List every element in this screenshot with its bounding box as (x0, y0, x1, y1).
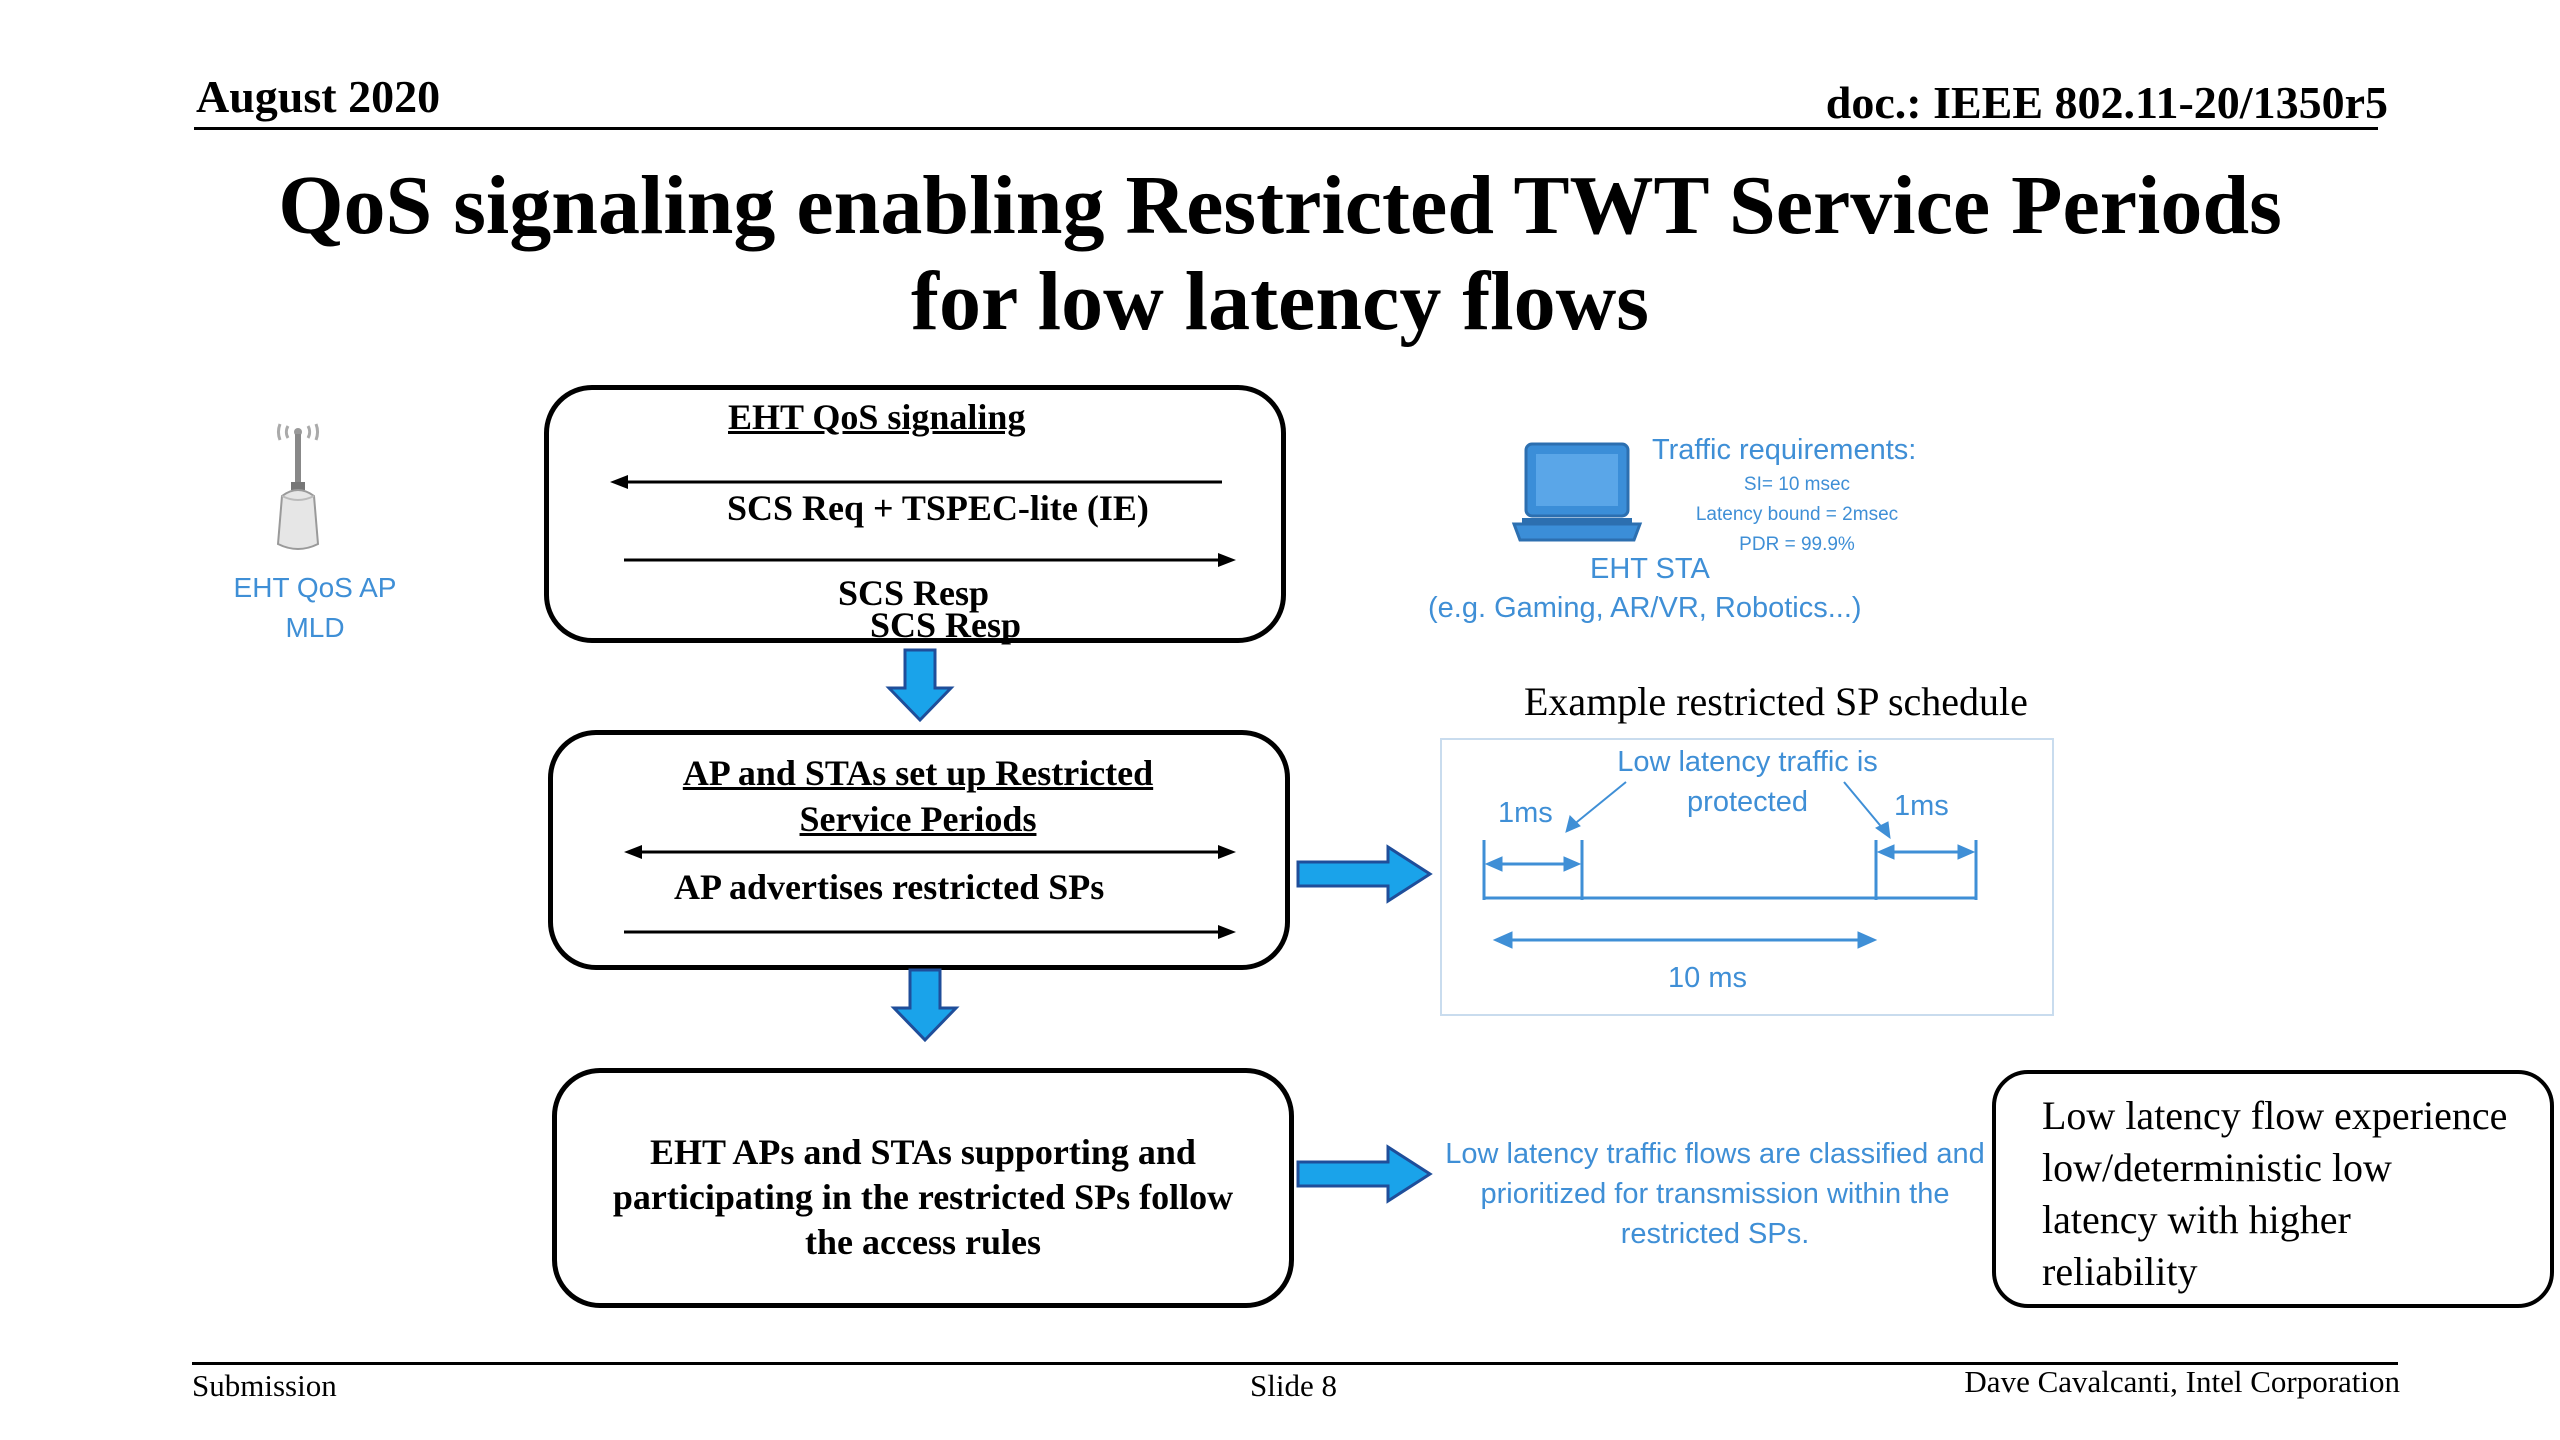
schedule-protection-note-line1: Low latency traffic is (1617, 746, 1878, 778)
qos-signaling-heading: EHT QoS signaling (728, 397, 1026, 437)
traffic-requirements-details: SI= 10 msec Latency bound = 2msec PDR = … (1632, 470, 1962, 560)
footer-divider (192, 1362, 2398, 1365)
ap-label-line1: EHT QoS AP (233, 572, 397, 603)
access-rules-text: EHT APs and STAs supporting and particip… (562, 1130, 1284, 1265)
access-rules-box (552, 1068, 1294, 1308)
outcome-line4: reliability (2042, 1249, 2198, 1294)
scs-resp-overlap-label: SCS Resp (870, 605, 1022, 645)
restricted-sp-setup-heading-line2: Service Periods (799, 799, 1037, 839)
ap-label: EHT QoS AP MLD (200, 568, 430, 648)
outcome-line3: latency with higher (2042, 1197, 2351, 1242)
scs-resp-arrow (624, 553, 1236, 567)
sta-examples: (e.g. Gaming, AR/VR, Robotics...) (1428, 592, 1862, 624)
qos-signaling-box (544, 385, 1286, 643)
classification-line1: Low latency traffic flows are classified… (1445, 1138, 1985, 1170)
access-rules-line3: the access rules (805, 1222, 1041, 1262)
scs-req-label: SCS Req + TSPEC-lite (IE) (727, 488, 1149, 528)
header-doc-id: doc.: IEEE 802.11-20/1350r5 (1825, 77, 2388, 128)
restricted-sp-setup-box (548, 730, 1290, 970)
left-sp-duration: 1ms (1498, 797, 1553, 829)
header-divider (194, 127, 2378, 130)
traffic-requirements-title: Traffic requirements: (1652, 434, 1917, 466)
ap-label-line2: MLD (285, 612, 345, 643)
schedule-timeline (1482, 781, 1978, 949)
footer-slide-number: Slide 8 (1250, 1368, 1337, 1403)
ap-advertises-label: AP advertises restricted SPs (674, 867, 1105, 907)
traffic-requirement-pdr: PDR = 99.9% (1739, 534, 1855, 555)
outcome-box (1992, 1070, 2554, 1308)
access-rules-line1: EHT APs and STAs supporting and (650, 1132, 1196, 1172)
slide-title: QoS signaling enabling Restricted TWT Se… (150, 158, 2410, 350)
slide-title-line1: QoS signaling enabling Restricted TWT Se… (278, 159, 2282, 252)
access-rules-line2: participating in the restricted SPs foll… (612, 1177, 1234, 1217)
schedule-title: Example restricted SP schedule (1524, 679, 2028, 724)
schedule-protection-note-line2: protected (1687, 786, 1808, 818)
classification-text: Low latency traffic flows are classified… (1412, 1134, 2018, 1254)
schedule-frame (1440, 738, 2054, 1016)
schedule-protection-note: Low latency traffic is protected (1565, 742, 1930, 822)
footer-author: Dave Cavalcanti, Intel Corporation (1964, 1364, 2400, 1399)
right-arrow-to-schedule (1296, 844, 1433, 904)
down-arrow-1 (885, 648, 955, 723)
sta-name: EHT STA (1590, 553, 1710, 585)
right-sp-duration: 1ms (1894, 790, 1949, 822)
footer-submission: Submission (192, 1368, 337, 1403)
restricted-sp-setup-heading-line1: AP and STAs set up Restricted (682, 753, 1154, 793)
scs-req-arrow (610, 475, 1222, 489)
scs-resp-label: SCS Resp (838, 573, 990, 613)
outcome-text: Low latency flow experience low/determin… (2042, 1090, 2552, 1298)
traffic-requirement-latency: Latency bound = 2msec (1695, 504, 1899, 525)
right-arrow-to-classification (1296, 1144, 1433, 1204)
header-date: August 2020 (196, 71, 441, 122)
classification-line2: prioritized for transmission within the (1480, 1178, 1950, 1210)
classification-line3: restricted SPs. (1620, 1218, 1810, 1250)
down-arrow-2 (890, 968, 960, 1043)
restricted-sp-setup-heading: AP and STAs set up Restricted Service Pe… (588, 750, 1248, 842)
restricted-sp-bidirectional-arrow (624, 845, 1236, 859)
outcome-line2: low/deterministic low (2042, 1145, 2392, 1190)
slide-title-line2: for low latency flows (911, 255, 1649, 348)
ap-advertises-arrow (624, 925, 1236, 939)
wireless-access-point-icon (276, 423, 320, 550)
traffic-requirement-si: SI= 10 msec (1743, 474, 1851, 495)
outcome-line1: Low latency flow experience (2042, 1093, 2508, 1138)
laptop-icon (1511, 442, 1643, 542)
schedule-interval: 10 ms (1668, 962, 1747, 994)
